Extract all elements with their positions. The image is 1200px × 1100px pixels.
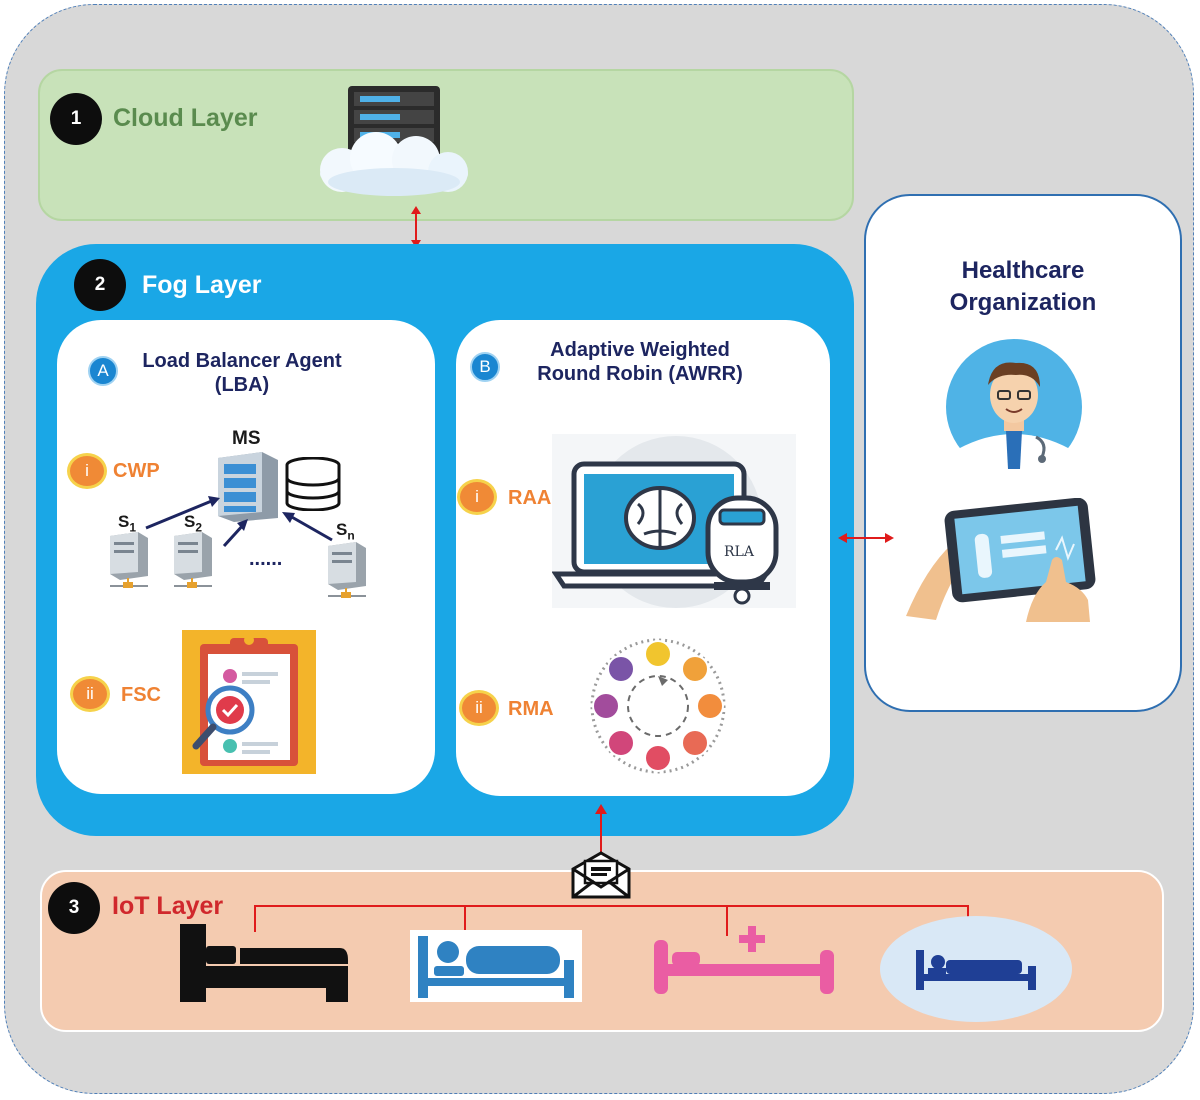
sn-label: Sn [336,520,355,543]
servers-ellipsis: ...... [249,548,283,570]
doctor-icon [944,339,1084,477]
cwp-roman: i [67,453,107,489]
rma-label: RMA [508,698,554,720]
cloud-layer-number: 1 [50,93,102,145]
slave-server-icon [324,540,370,600]
hospital-bed-icon [652,926,838,996]
clipboard-check-icon [182,630,316,774]
tablet-hands-icon [906,498,1096,622]
ms-label: MS [232,428,261,449]
patient-bed-icon [410,930,582,1002]
panel-a-letter: A [88,356,118,386]
iot-layer-number: 3 [48,882,100,934]
s2-label: S2 [184,512,203,535]
server-cloud-icon [312,82,476,202]
cloud-layer-title: Cloud Layer [113,104,258,132]
rla-label: RLA [724,544,754,560]
lba-title-line2: (LBA) [214,374,270,396]
s1-label: S1 [118,512,137,535]
lba-title-line1: Load Balancer Agent [142,350,342,372]
raa-label: RAA [508,487,552,509]
cloud-fog-arrow [408,206,424,248]
panel-b-letter: B [470,352,500,382]
fog-health-arrow [838,530,894,546]
slave-to-master-arrows [140,488,340,558]
healthcare-title: Healthcare Organization [884,255,1162,319]
database-icon [285,457,341,511]
awrr-title: Adaptive Weighted Round Robin (AWRR) [500,338,780,386]
fog-layer-number: 2 [74,259,126,311]
master-server-icon [218,452,278,522]
awrr-title-line2: Round Robin (AWRR) [537,363,743,385]
sleeping-patient-icon [880,916,1072,1022]
iot-layer-title: IoT Layer [112,892,224,920]
bed-icon [180,924,350,1004]
awrr-title-line1: Adaptive Weighted [550,339,730,361]
healthcare-title-line2: Organization [949,289,1097,316]
envelope-icon [570,851,632,899]
fsc-roman: ii [70,676,110,712]
fsc-label: FSC [121,684,161,706]
iot-connector-lines [250,896,980,938]
ai-laptop-icon [552,434,796,608]
cwp-label: CWP [113,460,160,482]
fog-layer-title: Fog Layer [142,271,262,299]
slave-server-icon [106,530,152,590]
iot-fog-arrow [594,804,608,854]
lba-title: Load Balancer Agent (LBA) [122,349,362,397]
healthcare-title-line1: Healthcare [961,257,1085,284]
raa-roman: i [457,479,497,515]
cloud-layer-box [38,69,854,221]
slave-server-icon [170,530,216,590]
rma-roman: ii [459,690,499,726]
round-robin-icon [588,636,728,776]
